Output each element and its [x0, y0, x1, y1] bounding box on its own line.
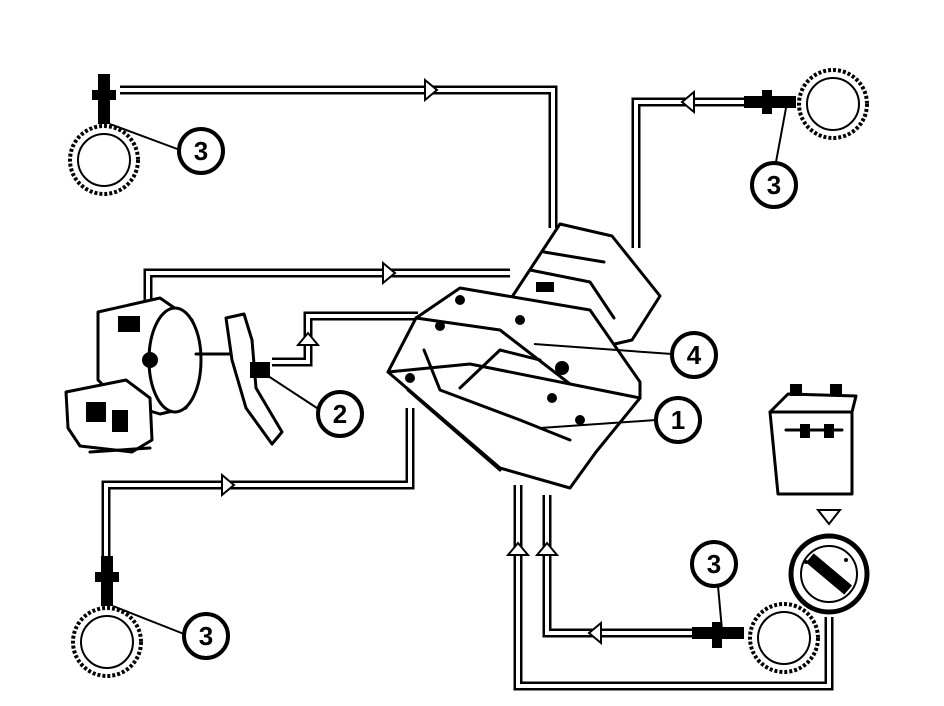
callout-label: 3 [199, 621, 213, 651]
callout-2: 2 [316, 390, 364, 438]
callout-3-bottom-right: 3 [690, 540, 738, 588]
leader-lines [109, 107, 787, 635]
wheel-sensor-bottom-left [71, 556, 143, 678]
callout-label: 3 [194, 136, 208, 166]
arrow-up-icon [295, 331, 321, 346]
callout-label: 3 [707, 549, 721, 579]
brake-pedal [224, 312, 284, 446]
callout-label: 2 [333, 399, 347, 429]
wheel-sensor-top-left [68, 74, 140, 196]
wire-top-right [631, 97, 748, 248]
wire-bottom-right [542, 495, 693, 638]
callout-label: 3 [767, 170, 781, 200]
arrow-right-icon [221, 472, 236, 498]
battery-icon [768, 384, 858, 496]
arrow-right-icon [424, 77, 439, 103]
wheel-sensor-top-right [744, 68, 869, 140]
arrow-up-icon [505, 541, 531, 556]
arrow-left-icon [587, 620, 602, 646]
callout-3-top-right: 3 [750, 161, 798, 209]
arrow-right-icon [382, 260, 397, 286]
wheel-sensor-bottom-right [692, 602, 820, 674]
callout-3-top-left: 3 [177, 127, 225, 175]
wiring [101, 85, 834, 691]
abs-module [386, 222, 662, 490]
brake-booster-assembly [64, 296, 284, 454]
callout-label: 1 [671, 405, 685, 435]
arrow-left-icon [680, 89, 695, 115]
arrow-up-icon [534, 541, 560, 556]
flow-arrows [221, 77, 843, 646]
callout-4: 4 [670, 331, 718, 379]
callout-3-bottom-left: 3 [182, 612, 230, 660]
ignition-switch-icon [788, 533, 870, 615]
callout-1: 1 [654, 396, 702, 444]
callout-label: 4 [687, 340, 702, 370]
arrow-down-icon [815, 509, 843, 526]
